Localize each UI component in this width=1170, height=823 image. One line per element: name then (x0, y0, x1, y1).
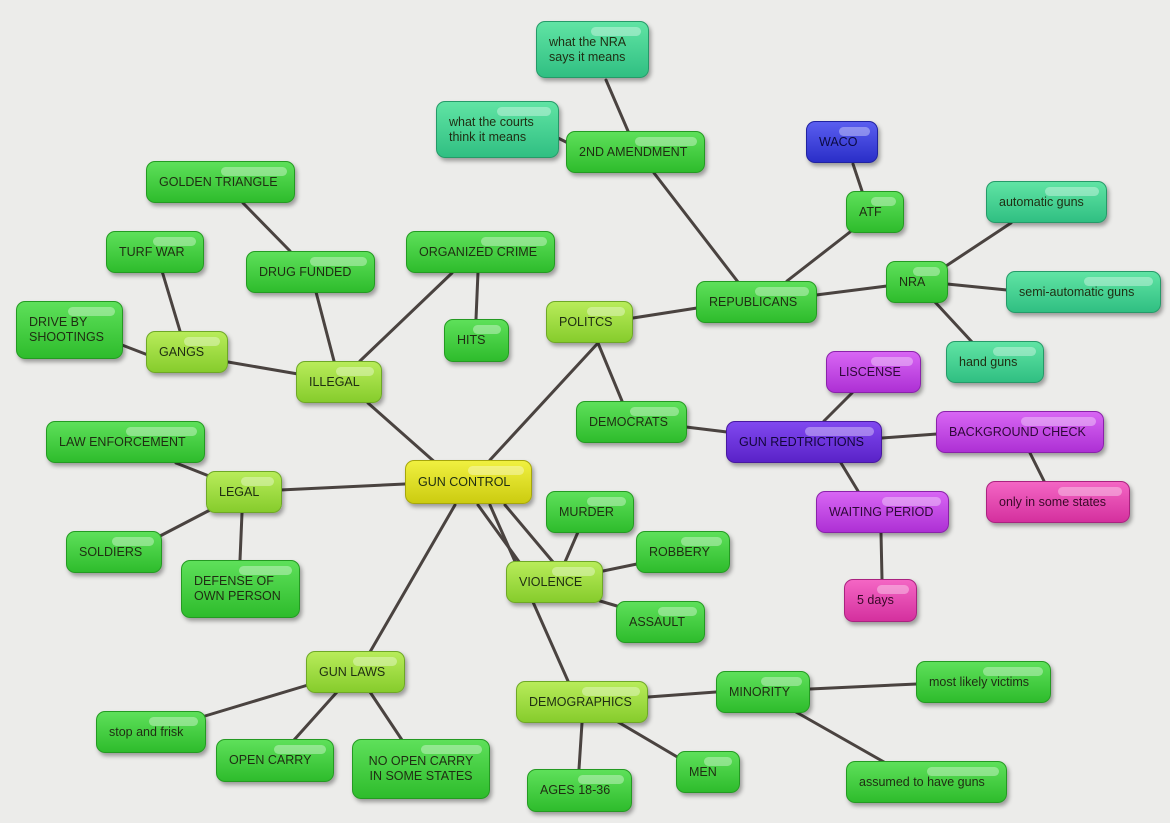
node-background-check[interactable]: BACKGROUND CHECK (936, 411, 1104, 453)
edge-organized-13 (474, 270, 480, 321)
edge-gun-control-6 (503, 503, 555, 564)
node-automatic-guns[interactable]: automatic guns (986, 181, 1107, 223)
node-demographics[interactable]: DEMOGRAPHICS (516, 681, 648, 723)
node-waiting-period[interactable]: WAITING PERIOD (816, 491, 949, 533)
edge-dem-30 (684, 425, 729, 434)
node-ages[interactable]: AGES 18-36 (527, 769, 632, 812)
node-drug-funded[interactable]: DRUG FUNDED (246, 251, 375, 293)
edge-violence-21 (601, 562, 639, 573)
edge-illegal-7 (226, 360, 300, 376)
node-5-days[interactable]: 5 days (844, 579, 917, 622)
node-assumed-to-have-guns[interactable]: assumed to have guns (846, 761, 1007, 803)
node-republicans[interactable]: REPUBLICANS (696, 281, 817, 323)
node-drive-by-shootings[interactable]: DRIVE BY SHOOTINGS (16, 301, 123, 359)
edge-drug-12 (241, 201, 292, 253)
edge-rep-32 (785, 230, 852, 283)
edge-illegal-9 (358, 271, 454, 363)
node-semi-automatic-guns[interactable]: semi-automatic guns (1006, 271, 1161, 313)
edge-restr-40 (822, 391, 854, 423)
node-stop-and-frisk[interactable]: stop and frisk (96, 711, 206, 753)
edge-gunlaws-17 (203, 683, 310, 718)
node-gangs[interactable]: GANGS (146, 331, 228, 373)
node-atf[interactable]: ATF (846, 191, 904, 233)
edge-minority-27 (794, 710, 886, 764)
edge-politics-29 (596, 341, 624, 403)
node-golden-triangle[interactable]: GOLDEN TRIANGLE (146, 161, 295, 203)
edge-nra-37 (944, 221, 1013, 268)
node-nra-means[interactable]: what the NRA says it means (536, 21, 649, 78)
edge-illegal-8 (314, 290, 336, 363)
node-democrats[interactable]: DEMOCRATS (576, 401, 687, 443)
node-robbery[interactable]: ROBBERY (636, 531, 730, 573)
edge-legal-14 (174, 461, 211, 478)
node-only-in-some-states[interactable]: only in some states (986, 481, 1130, 523)
edge-gangs-11 (120, 343, 150, 357)
edge-gun-control-4 (476, 503, 527, 572)
edge-wait-44 (879, 531, 884, 581)
edge-gun-control-1 (488, 341, 600, 462)
edge-demo-24 (616, 720, 681, 760)
node-gun-laws[interactable]: GUN LAWS (306, 651, 405, 693)
node-politics[interactable]: POLITCS (546, 301, 633, 343)
node-violence[interactable]: VIOLENCE (506, 561, 603, 603)
edge-gunlaws-19 (368, 690, 404, 742)
edge-restr-42 (839, 461, 860, 493)
edge-amend-34 (604, 78, 630, 133)
edge-atf-36 (851, 162, 864, 193)
node-turf-war[interactable]: TURF WAR (106, 231, 204, 273)
node-organized-crime[interactable]: ORGANIZED CRIME (406, 231, 555, 273)
edge-restr-41 (880, 432, 939, 440)
node-men[interactable]: MEN (676, 751, 740, 793)
node-legal[interactable]: LEGAL (206, 471, 282, 513)
node-minority[interactable]: MINORITY (716, 671, 810, 713)
edge-legal-15 (158, 508, 212, 538)
edge-minority-26 (808, 682, 919, 691)
node-most-likely-victims[interactable]: most likely victims (916, 661, 1051, 703)
node-2nd-amendment[interactable]: 2ND AMENDMENT (566, 131, 705, 173)
edge-gun-control-2 (278, 482, 407, 492)
node-murder[interactable]: MURDER (546, 491, 634, 533)
node-waco[interactable]: WACO (806, 121, 878, 163)
node-gun-restrictions[interactable]: GUN REDTRICTIONS (726, 421, 882, 463)
edge-rep-33 (814, 284, 889, 297)
node-no-open-carry[interactable]: NO OPEN CARRY IN SOME STATES (352, 739, 490, 799)
node-hand-guns[interactable]: hand guns (946, 341, 1044, 383)
edge-demo-25 (646, 690, 718, 699)
edge-gun-control-3 (368, 503, 457, 654)
node-illegal[interactable]: ILLEGAL (296, 361, 382, 403)
edge-bg-43 (1028, 451, 1046, 483)
node-soldiers[interactable]: SOLDIERS (66, 531, 162, 573)
edge-rep-31 (652, 171, 740, 284)
node-defense-of-own-person[interactable]: DEFENSE OF OWN PERSON (181, 560, 300, 618)
node-courts-means[interactable]: what the courts think it means (436, 101, 559, 158)
edge-gangs-10 (160, 269, 182, 333)
node-liscense[interactable]: LISCENSE (826, 351, 921, 393)
node-open-carry[interactable]: OPEN CARRY (216, 739, 334, 782)
node-law-enforcement[interactable]: LAW ENFORCEMENT (46, 421, 205, 463)
node-assault[interactable]: ASSAULT (616, 601, 705, 643)
node-gun-control[interactable]: GUN CONTROL (405, 460, 532, 504)
edge-demo-23 (577, 721, 584, 771)
edge-politics-28 (631, 306, 699, 320)
node-hits[interactable]: HITS (444, 319, 509, 362)
edge-violence-22 (598, 599, 619, 608)
edge-violence-20 (563, 530, 580, 564)
edge-nra-39 (933, 300, 974, 344)
edge-nra-38 (945, 282, 1009, 292)
edge-legal-16 (238, 511, 244, 562)
edge-gunlaws-18 (292, 690, 339, 742)
node-nra[interactable]: NRA (886, 261, 948, 303)
